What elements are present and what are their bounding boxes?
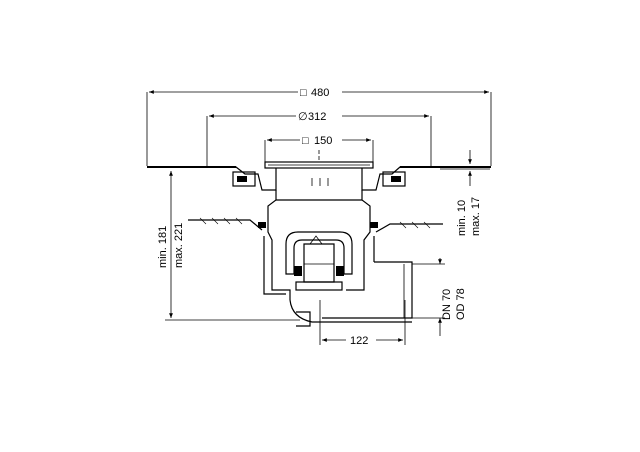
square-symbol-150: □	[302, 135, 309, 147]
dim-312-label: 312	[308, 111, 326, 123]
dim-150-label: 150	[314, 135, 332, 147]
dimension-150: □ 150	[264, 135, 374, 162]
height-min-label: min. 181	[157, 226, 169, 268]
dimension-312: ∅ 312	[206, 111, 432, 166]
diameter-symbol: ∅	[298, 111, 308, 123]
dimension-height: min. 181 max. 221	[157, 171, 300, 321]
frame-max-label: max. 17	[470, 197, 482, 236]
pipe-dn-label: DN 70	[441, 289, 453, 320]
frame-min-label: min. 10	[456, 200, 468, 236]
dimension-pipe: DN 70 OD 78	[412, 258, 467, 336]
pipe-od-label: OD 78	[455, 288, 467, 320]
dim-480-label: 480	[311, 87, 329, 99]
dimension-122: 122	[319, 300, 406, 347]
dim-122-label: 122	[350, 335, 368, 347]
height-max-label: max. 221	[173, 223, 185, 268]
dimension-480: □ 480	[146, 87, 492, 166]
square-symbol-480: □	[300, 87, 307, 99]
drain-body	[188, 150, 443, 327]
dimension-frame-height: min. 10 max. 17	[440, 150, 490, 236]
